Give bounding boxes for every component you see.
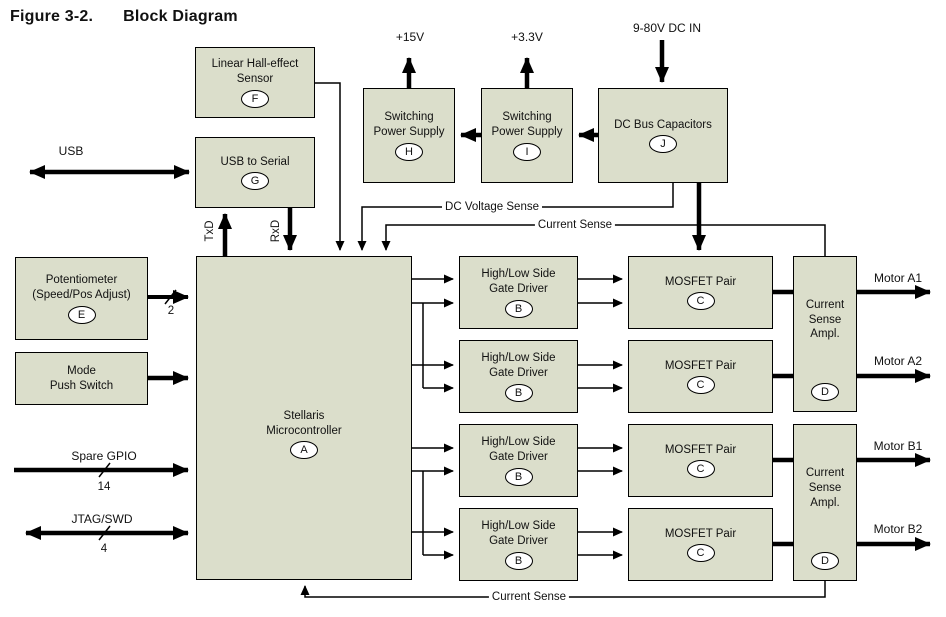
usb-to-serial-label: USB to Serial [220,155,290,168]
badge-g: G [241,172,269,191]
motor-a1-label: Motor A1 [873,271,923,285]
badge-d: D [811,383,839,401]
potentiometer-label: Potentiometer (Speed/Pos Adjust) [32,274,131,301]
hall-sensor-wire [315,82,345,251]
badge-c: C [686,544,715,563]
badge-e: E [67,305,96,324]
spare-gpio-bus-width: 14 [97,481,111,493]
current-sense-amp-label: Current Sense Ampl. [805,298,845,341]
block-mosfet-pair-1: MOSFET Pair C [628,256,773,329]
badge-d: D [811,552,839,570]
block-gate-driver-1: High/Low Side Gate Driver B [459,256,578,329]
block-dc-bus-capacitors: DC Bus Capacitors J [598,88,728,183]
hall-sensor-label: Linear Hall-effect Sensor [211,58,299,85]
badge-c: C [686,292,715,311]
badge-j: J [649,135,677,154]
jtag-swd-label: JTAG/SWD [71,512,133,526]
block-gate-driver-4: High/Low Side Gate Driver B [459,508,578,581]
gate-driver-label: High/Low Side Gate Driver [481,520,556,547]
spare-gpio-label: Spare GPIO [71,449,137,463]
motor-b1-label: Motor B1 [873,439,923,453]
psu-3v3-label: Switching Power Supply [491,111,563,138]
block-current-sense-amp-b: Current Sense Ampl. D [793,424,857,581]
plus15v-label: +15V [395,30,425,44]
block-mosfet-pair-2: MOSFET Pair C [628,340,773,413]
block-potentiometer: Potentiometer (Speed/Pos Adjust) E [15,257,148,340]
block-stellaris-mcu: Stellaris Microcontroller A [196,256,412,580]
dc-voltage-sense-wire [357,183,674,251]
current-sense-top-label: Current Sense [534,219,616,231]
dc-in-label: 9-80V DC IN [632,21,702,35]
block-current-sense-amp-a: Current Sense Ampl. D [793,256,857,412]
badge-b: B [504,383,533,402]
block-psu-15v: Switching Power Supply H [363,88,455,183]
badge-b: B [504,467,533,486]
dc-voltage-sense-label: DC Voltage Sense [442,201,542,213]
badge-b: B [504,299,533,318]
gate-driver-label: High/Low Side Gate Driver [481,436,556,463]
block-mosfet-pair-3: MOSFET Pair C [628,424,773,497]
mosfet-pair-label: MOSFET Pair [664,359,737,372]
mosfet-pair-label: MOSFET Pair [664,527,737,540]
badge-c: C [686,460,715,479]
badge-c: C [686,376,715,395]
gate-driver-label: High/Low Side Gate Driver [481,268,556,295]
plus3v3-label: +3.3V [511,30,543,44]
figure-caption: Block Diagram [123,8,238,25]
mosfet-pair-label: MOSFET Pair [664,275,737,288]
potentiometer-bus-width: 2 [167,305,175,317]
badge-i: I [513,142,541,161]
psu-15v-label: Switching Power Supply [373,111,445,138]
rxd-label: RxD [270,219,282,243]
jtag-swd-bus-width: 4 [100,543,108,555]
potentiometer-bus-slash [164,289,177,305]
figure-number: Figure 3-2. [10,8,94,25]
block-psu-3v3: Switching Power Supply I [481,88,573,183]
block-gate-driver-2: High/Low Side Gate Driver B [459,340,578,413]
gate-driver-label: High/Low Side Gate Driver [481,352,556,379]
badge-a: A [289,441,318,460]
badge-b: B [504,551,533,570]
current-sense-bottom-label: Current Sense [488,591,570,603]
mosfet-pair-label: MOSFET Pair [664,443,737,456]
txd-label: TxD [204,220,216,242]
motor-a2-label: Motor A2 [873,354,923,368]
block-gate-driver-3: High/Low Side Gate Driver B [459,424,578,497]
dc-bus-capacitors-label: DC Bus Capacitors [614,118,712,131]
spare-gpio-bus-slash [98,462,111,478]
usb-label: USB [58,144,84,158]
block-mosfet-pair-4: MOSFET Pair C [628,508,773,581]
badge-f: F [241,89,269,108]
block-mode-push-switch: Mode Push Switch [15,352,148,405]
block-usb-to-serial: USB to Serial G [195,137,315,208]
stellaris-mcu-label: Stellaris Microcontroller [266,409,342,437]
jtag-swd-bus-slash [98,525,111,541]
mode-push-switch-label: Mode Push Switch [49,364,114,392]
badge-h: H [395,142,423,161]
figure-title: Figure 3-2. Block Diagram [10,8,238,26]
motor-b2-label: Motor B2 [873,522,923,536]
block-hall-sensor: Linear Hall-effect Sensor F [195,47,315,118]
current-sense-amp-label: Current Sense Ampl. [805,467,845,509]
